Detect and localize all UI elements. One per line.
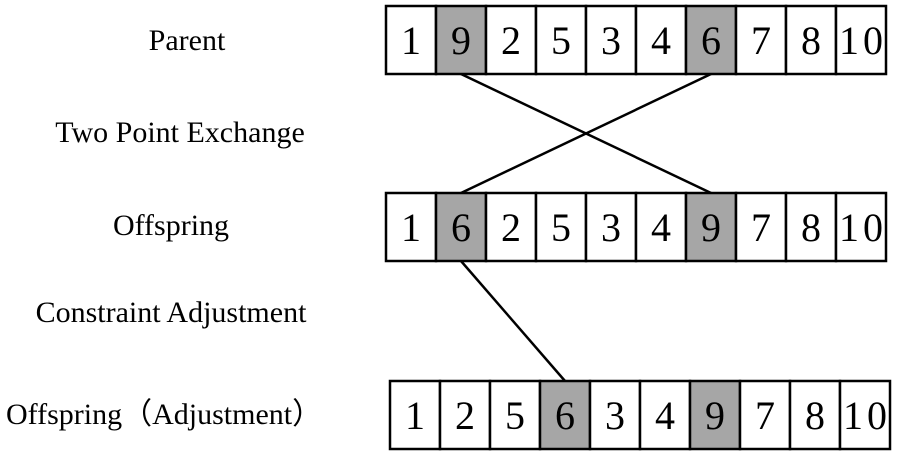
gene-value: 1 [405,393,425,438]
gene-cell [588,379,642,451]
gene-value: 4 [655,393,675,438]
gene-value: 5 [551,18,571,63]
gene-cell-highlighted [434,4,488,76]
gene-cell [834,191,888,263]
row-label-offspring-adjustment: Offspring（Adjustment） [6,398,322,431]
gene-value: 2 [501,18,521,63]
gene-value: 3 [601,18,621,63]
step-label-constraint-adjustment: Constraint Adjustment [36,296,308,329]
gene-cell-highlighted [688,379,742,451]
gene-value: 4 [651,18,671,63]
gene-cell-highlighted [434,191,488,263]
row-label-offspring: Offspring [113,209,229,242]
gene-value: 2 [455,393,475,438]
gene-cell [834,4,888,76]
gene-cell [638,379,692,451]
connector-lines [460,72,712,382]
gene-value: 8 [801,18,821,63]
gene-value: 1 [401,18,421,63]
gene-value: 6 [451,205,471,250]
gene-cell [488,379,542,451]
connector-line [460,260,566,382]
gene-value: 9 [705,393,725,438]
gene-value: 9 [701,205,721,250]
gene-cell [838,379,892,451]
gene-cell [534,191,588,263]
gene-value: 9 [451,18,471,63]
gene-cell-highlighted [684,191,738,263]
gene-value: 3 [601,205,621,250]
gene-cell [384,4,438,76]
gene-value: 5 [551,205,571,250]
step-label-two-point-exchange: Two Point Exchange [55,116,305,149]
gene-value: 8 [801,205,821,250]
connector-line [460,72,712,195]
gene-value: 7 [751,18,771,63]
gene-value: 7 [755,393,775,438]
gene-cell [734,4,788,76]
gene-cell [734,191,788,263]
gene-value: 2 [501,205,521,250]
gene-value: 1 [401,205,421,250]
gene-cell [484,191,538,263]
gene-value: 6 [701,18,721,63]
gene-value: 5 [505,393,525,438]
gene-value: 8 [805,393,825,438]
gene-value: 6 [555,393,575,438]
gene-cell [534,4,588,76]
gene-value: 4 [651,205,671,250]
gene-cell [438,379,492,451]
gene-cell [634,4,688,76]
gene-value: 3 [605,393,625,438]
gene-cell [584,4,638,76]
gene-cell [384,191,438,263]
gene-cell [484,4,538,76]
gene-value: 7 [751,205,771,250]
row-label-parent: Parent [149,24,226,57]
